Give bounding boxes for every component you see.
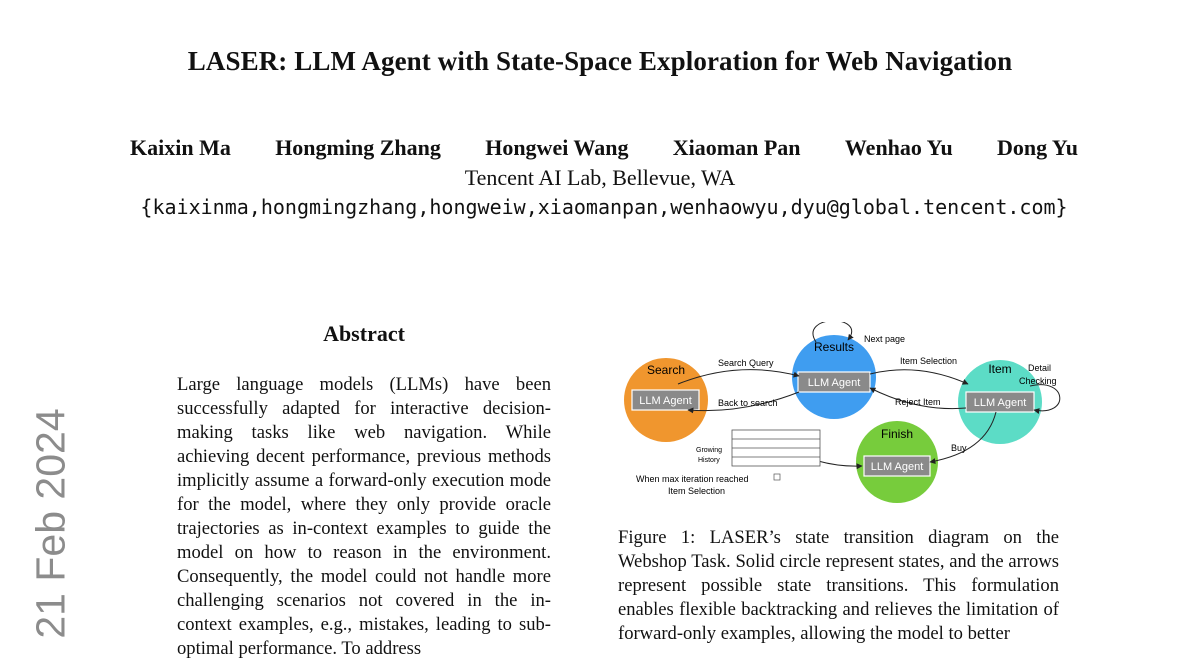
agent-label: LLM Agent bbox=[808, 377, 861, 389]
figure-caption: Figure 1: LASER’s state transition diagr… bbox=[618, 527, 1059, 644]
edge-label-detail-checking: Detail bbox=[1028, 363, 1051, 373]
figure-state-diagram: Search Results Item Finish LLM Agent LLM… bbox=[618, 322, 1068, 512]
author: Xiaoman Pan bbox=[672, 135, 801, 160]
author: Wenhao Yu bbox=[844, 135, 953, 160]
edge-label-next-page: Next page bbox=[864, 334, 905, 344]
agent-box-item bbox=[965, 391, 1035, 413]
arxiv-date: 21 Feb 2024 bbox=[27, 407, 74, 639]
history-label: Growing bbox=[696, 447, 722, 454]
max-iteration-note: Item Selection bbox=[668, 486, 725, 496]
edge-growing-history bbox=[817, 460, 863, 470]
agent-box-finish bbox=[863, 455, 931, 477]
agent-label: LLM Agent bbox=[974, 397, 1027, 409]
paper-title: LASER: LLM Agent with State-Space Explor… bbox=[187, 46, 1013, 76]
edge-next-page bbox=[812, 322, 854, 343]
author: Hongwei Wang bbox=[485, 135, 629, 160]
edge-reject-item bbox=[869, 387, 967, 410]
edge-detail-checking bbox=[1029, 384, 1061, 414]
author-emails: {kaixinma,hongmingzhang,hongweiw,xiaoman… bbox=[140, 195, 1068, 219]
author-list: Kaixin Ma Hongming Zhang Hongwei Wang Xi… bbox=[130, 135, 1078, 161]
max-iteration-note: When max iteration reached bbox=[636, 474, 749, 484]
edge-label-search-query: Search Query bbox=[718, 358, 774, 368]
edge-label-reject-item: Reject Item bbox=[895, 397, 941, 407]
author: Hongming Zhang bbox=[275, 135, 441, 160]
edge-label-detail-checking: Checking bbox=[1019, 376, 1057, 386]
edge-label-buy: Buy bbox=[951, 443, 967, 453]
arxiv-stamp: 21 Feb 2024 bbox=[26, 408, 76, 638]
edge-back-to-search bbox=[687, 391, 800, 414]
agent-label: LLM Agent bbox=[639, 395, 692, 407]
edge-item-selection bbox=[869, 369, 969, 385]
edge-search-query bbox=[677, 369, 800, 385]
state-label-results: Results bbox=[814, 340, 854, 354]
state-label-item: Item bbox=[988, 362, 1011, 376]
state-label-search: Search bbox=[647, 363, 685, 377]
abstract-body: Large language models (LLMs) have been s… bbox=[177, 374, 551, 659]
affiliation: Tencent AI Lab, Bellevue, WA bbox=[464, 165, 736, 190]
agent-box-results bbox=[797, 371, 871, 393]
history-label: History bbox=[698, 457, 720, 464]
edge-buy bbox=[929, 411, 997, 465]
edge-label-item-selection: Item Selection bbox=[900, 356, 957, 366]
edge-label-back-to-search: Back to search bbox=[718, 398, 778, 408]
state-label-finish: Finish bbox=[881, 427, 913, 441]
author: Kaixin Ma bbox=[130, 135, 231, 160]
agent-box-search bbox=[631, 389, 700, 411]
abstract-heading: Abstract bbox=[323, 321, 405, 346]
agent-label: LLM Agent bbox=[871, 461, 924, 473]
max-iteration-marker bbox=[773, 473, 781, 481]
author: Dong Yu bbox=[997, 135, 1078, 160]
